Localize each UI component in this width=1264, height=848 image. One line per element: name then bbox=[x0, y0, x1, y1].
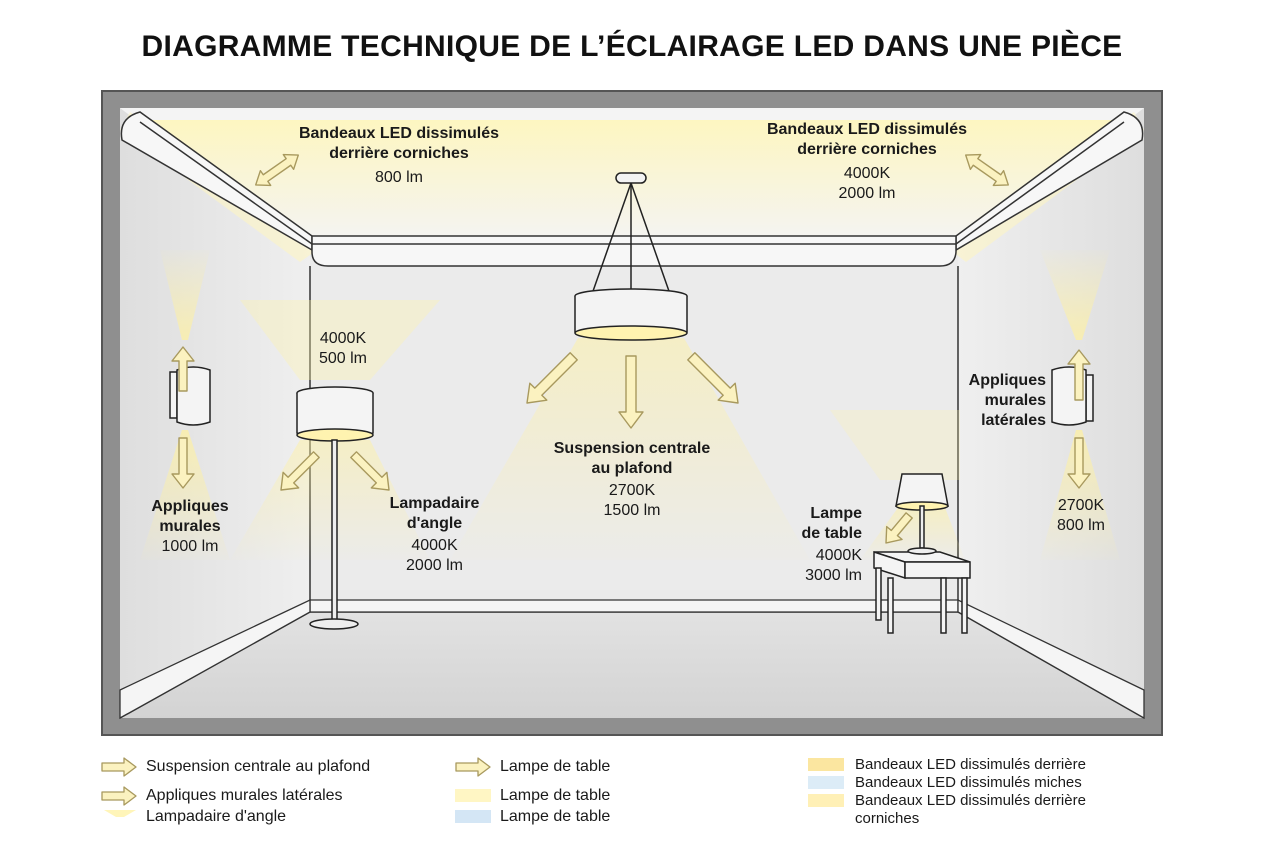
legend-arrow-icon-1 bbox=[101, 757, 137, 777]
legend-item: Bandeaux LED dissimulés miches bbox=[855, 774, 1082, 791]
arrow-floor-left bbox=[280, 451, 320, 491]
legend-cool-swatch-1 bbox=[455, 810, 491, 823]
arrow-cove-left bbox=[255, 153, 299, 187]
table-lamp bbox=[895, 473, 949, 555]
legend-item: Bandeaux LED dissimulés derrière bbox=[855, 792, 1086, 809]
label-sconce-left: Appliques murales 1000 lm bbox=[151, 498, 229, 555]
beam-floor-down bbox=[230, 440, 430, 560]
beam-sconce-left-up bbox=[160, 250, 210, 340]
legend-item: Lampe de table bbox=[500, 787, 611, 804]
sconce-right bbox=[1051, 366, 1094, 426]
legend-arrow-icon-2 bbox=[101, 786, 137, 806]
side-table bbox=[873, 550, 971, 634]
legend-icons bbox=[101, 757, 491, 817]
beam-table-lamp bbox=[860, 505, 965, 560]
label-pendant: Suspension centrale au plafond 2700K 150… bbox=[553, 440, 711, 519]
beam-floor-up bbox=[240, 300, 440, 380]
arrow-pendant-right bbox=[687, 352, 739, 404]
arrow-pendant-down bbox=[618, 355, 644, 429]
legend-beam-icon bbox=[104, 810, 136, 817]
beam-pendant bbox=[450, 338, 810, 560]
arrow-sconce-left-up bbox=[171, 346, 195, 392]
legend-item: Suspension centrale au plafond bbox=[146, 758, 371, 775]
legend-cool-swatch-2 bbox=[808, 776, 844, 789]
label-sconce-right-values: 2700K 800 lm bbox=[1056, 497, 1106, 534]
label-sconce-right: Appliques murales latérales bbox=[968, 372, 1046, 429]
beam-sconce-left-down bbox=[140, 430, 230, 560]
beam-table-glow bbox=[830, 410, 960, 480]
label-floor-lamp: Lampadaire d'angle 4000K 2000 lm bbox=[389, 495, 480, 574]
legend-item: Bandeaux LED dissimulés derrière bbox=[855, 756, 1086, 773]
beam-sconce-right-up bbox=[1040, 250, 1110, 340]
baseboards bbox=[119, 598, 1145, 720]
arrow-cove-right bbox=[965, 153, 1009, 187]
arrow-sconce-left-down bbox=[171, 437, 195, 489]
label-table-lamp: Lampe de table 4000K 3000 lm bbox=[801, 505, 862, 584]
beam-sconce-right-down bbox=[1040, 430, 1120, 560]
arrow-floor-right bbox=[350, 451, 390, 491]
legend-warm-swatch-2 bbox=[808, 758, 844, 771]
sconce-left bbox=[169, 366, 211, 426]
floor-lamp bbox=[296, 386, 374, 630]
legend-warm-swatch-1 bbox=[455, 789, 491, 802]
legend-item: Lampe de table bbox=[500, 758, 611, 775]
crown-moulding bbox=[120, 111, 1144, 267]
label-floor-lamp-top: 4000K 500 lm bbox=[318, 330, 368, 367]
legend-item: Lampe de table bbox=[500, 808, 611, 825]
legend-arrow-icon-3 bbox=[455, 757, 491, 777]
legend-item: Lampadaire d'angle bbox=[146, 808, 287, 825]
arrow-table-lamp bbox=[885, 512, 913, 544]
legend-warm-swatch-3 bbox=[808, 794, 844, 807]
arrow-sconce-right-down bbox=[1067, 437, 1091, 489]
light-arrows bbox=[171, 153, 1091, 544]
pendant-lamp bbox=[574, 172, 688, 341]
label-cove-right: Bandeaux LED dissimulés derrière cornich… bbox=[766, 121, 968, 202]
arrow-pendant-left bbox=[526, 352, 578, 404]
legend-item: Appliques murales latérales bbox=[146, 787, 343, 804]
legend-item: corniches bbox=[855, 810, 920, 827]
floor bbox=[120, 612, 1144, 718]
arrow-sconce-right-up bbox=[1067, 349, 1091, 401]
label-cove-left: Bandeaux LED dissimulés derrière cornich… bbox=[298, 125, 500, 186]
page-title: DIAGRAMME TECHNIQUE DE L’ÉCLAIRAGE LED D… bbox=[141, 30, 1123, 63]
